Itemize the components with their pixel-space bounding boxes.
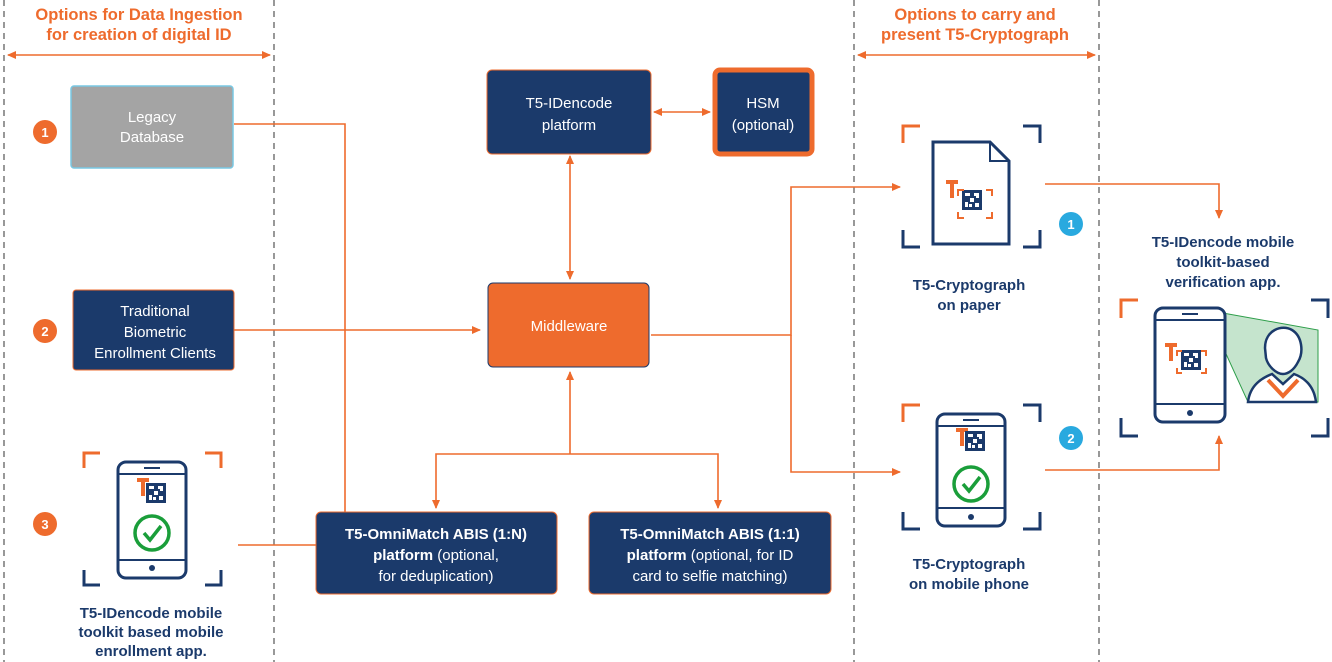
mobile-enrollment-icon-group: [82, 451, 223, 587]
output-number-2: 2: [1059, 426, 1083, 450]
middleware-to-abis-branch: [432, 453, 722, 509]
svg-text:2: 2: [41, 324, 48, 339]
abis-1n-line3: for deduplication): [378, 568, 493, 585]
source-number-2: 2: [33, 319, 57, 343]
svg-text:2: 2: [1067, 431, 1074, 446]
frame-corner: [1119, 418, 1138, 438]
frame-corner: [901, 403, 920, 422]
frame-corner: [1311, 298, 1330, 318]
cryptograph-phone-icon-group: [901, 403, 1042, 531]
traditional-enrollment-box: Traditional Biometric Enrollment Clients: [72, 289, 235, 371]
frame-corner: [205, 451, 223, 468]
phone-label: T5-Cryptograph: [913, 556, 1026, 573]
cryptograph-code-icon: [962, 190, 982, 210]
frame-corner: [82, 451, 100, 468]
paper-to-verify-arrow: [1045, 183, 1223, 219]
frame-corner: [1023, 403, 1042, 422]
middleware-box: Middleware: [487, 282, 650, 368]
abis-1n-title: T5-OmniMatch ABIS (1:N): [345, 526, 527, 543]
paper-label: on paper: [937, 297, 1001, 314]
cryptograph-paper-icon-group: [901, 124, 1042, 249]
verification-app-icon-group: [1119, 298, 1330, 438]
phone-icon: [116, 460, 188, 580]
mobile-enrollment-label: T5-IDencode mobile: [80, 605, 223, 622]
frame-corner: [1023, 230, 1042, 249]
frame-corner: [1023, 124, 1042, 143]
frame-corner: [1023, 512, 1042, 531]
svg-text:1: 1: [41, 125, 48, 140]
frame-corner: [901, 124, 920, 143]
right-header-line2: present T5-Cryptograph: [881, 26, 1069, 44]
idencode-platform-box: T5-IDencode platform: [486, 69, 652, 155]
hsm-label: HSM: [746, 95, 779, 112]
abis-11-title: T5-OmniMatch ABIS (1:1): [620, 526, 799, 543]
phone-icon: [935, 412, 1007, 528]
hsm-label: (optional): [732, 117, 795, 134]
source-number-3: 3: [33, 512, 57, 536]
cryptograph-code-icon: [146, 483, 166, 503]
person-icon: [1246, 326, 1318, 404]
frame-corner: [1119, 298, 1138, 318]
idencode-platform-label: T5-IDencode: [526, 95, 613, 112]
middleware-to-phone-arrow: [790, 335, 901, 476]
abis-11-line3: card to selfie matching): [632, 568, 787, 585]
legacy-database-label: Database: [120, 129, 184, 146]
frame-corner: [901, 230, 920, 249]
phone-label: on mobile phone: [909, 576, 1029, 593]
paper-label: T5-Cryptograph: [913, 277, 1026, 294]
abis-1n-box: T5-OmniMatch ABIS (1:N) platform (option…: [315, 511, 558, 595]
verify-label: toolkit-based: [1176, 254, 1269, 271]
legacy-database-label: Legacy: [128, 109, 177, 126]
mobile-enrollment-label: toolkit based mobile: [78, 624, 223, 641]
traditional-enrollment-label: Enrollment Clients: [94, 345, 216, 362]
middleware-label: Middleware: [531, 318, 608, 335]
svg-text:3: 3: [41, 517, 48, 532]
cryptograph-code-icon: [1181, 350, 1201, 370]
legacy-database-box: Legacy Database: [70, 85, 234, 169]
left-header-line2: for creation of digital ID: [46, 26, 231, 44]
frame-corner: [901, 512, 920, 531]
phone-to-verify-arrow: [1045, 435, 1223, 471]
mobile-enrollment-label: enrollment app.: [95, 643, 207, 660]
hsm-box: HSM (optional): [712, 67, 815, 157]
left-header-line1: Options for Data Ingestion: [35, 6, 242, 24]
frame-corner: [205, 570, 223, 587]
output-number-1: 1: [1059, 212, 1083, 236]
verify-label: T5-IDencode mobile: [1152, 234, 1295, 251]
traditional-enrollment-label: Traditional: [120, 303, 189, 320]
verify-label: verification app.: [1165, 274, 1280, 291]
middleware-to-paper-arrow: [651, 183, 901, 336]
right-header-line1: Options to carry and: [894, 6, 1055, 24]
frame-corner: [82, 570, 100, 587]
source-number-1: 1: [33, 120, 57, 144]
cryptograph-code-icon: [965, 431, 985, 451]
abis-11-box: T5-OmniMatch ABIS (1:1) platform (option…: [588, 511, 832, 595]
abis-1n-line2: platform (optional,: [373, 547, 499, 564]
idencode-platform-label: platform: [542, 117, 596, 134]
traditional-enrollment-label: Biometric: [124, 324, 187, 341]
svg-text:1: 1: [1067, 217, 1074, 232]
frame-corner: [1311, 418, 1330, 438]
legacy-to-abis-line: [234, 123, 346, 515]
abis-11-line2: platform (optional, for ID: [627, 547, 794, 564]
